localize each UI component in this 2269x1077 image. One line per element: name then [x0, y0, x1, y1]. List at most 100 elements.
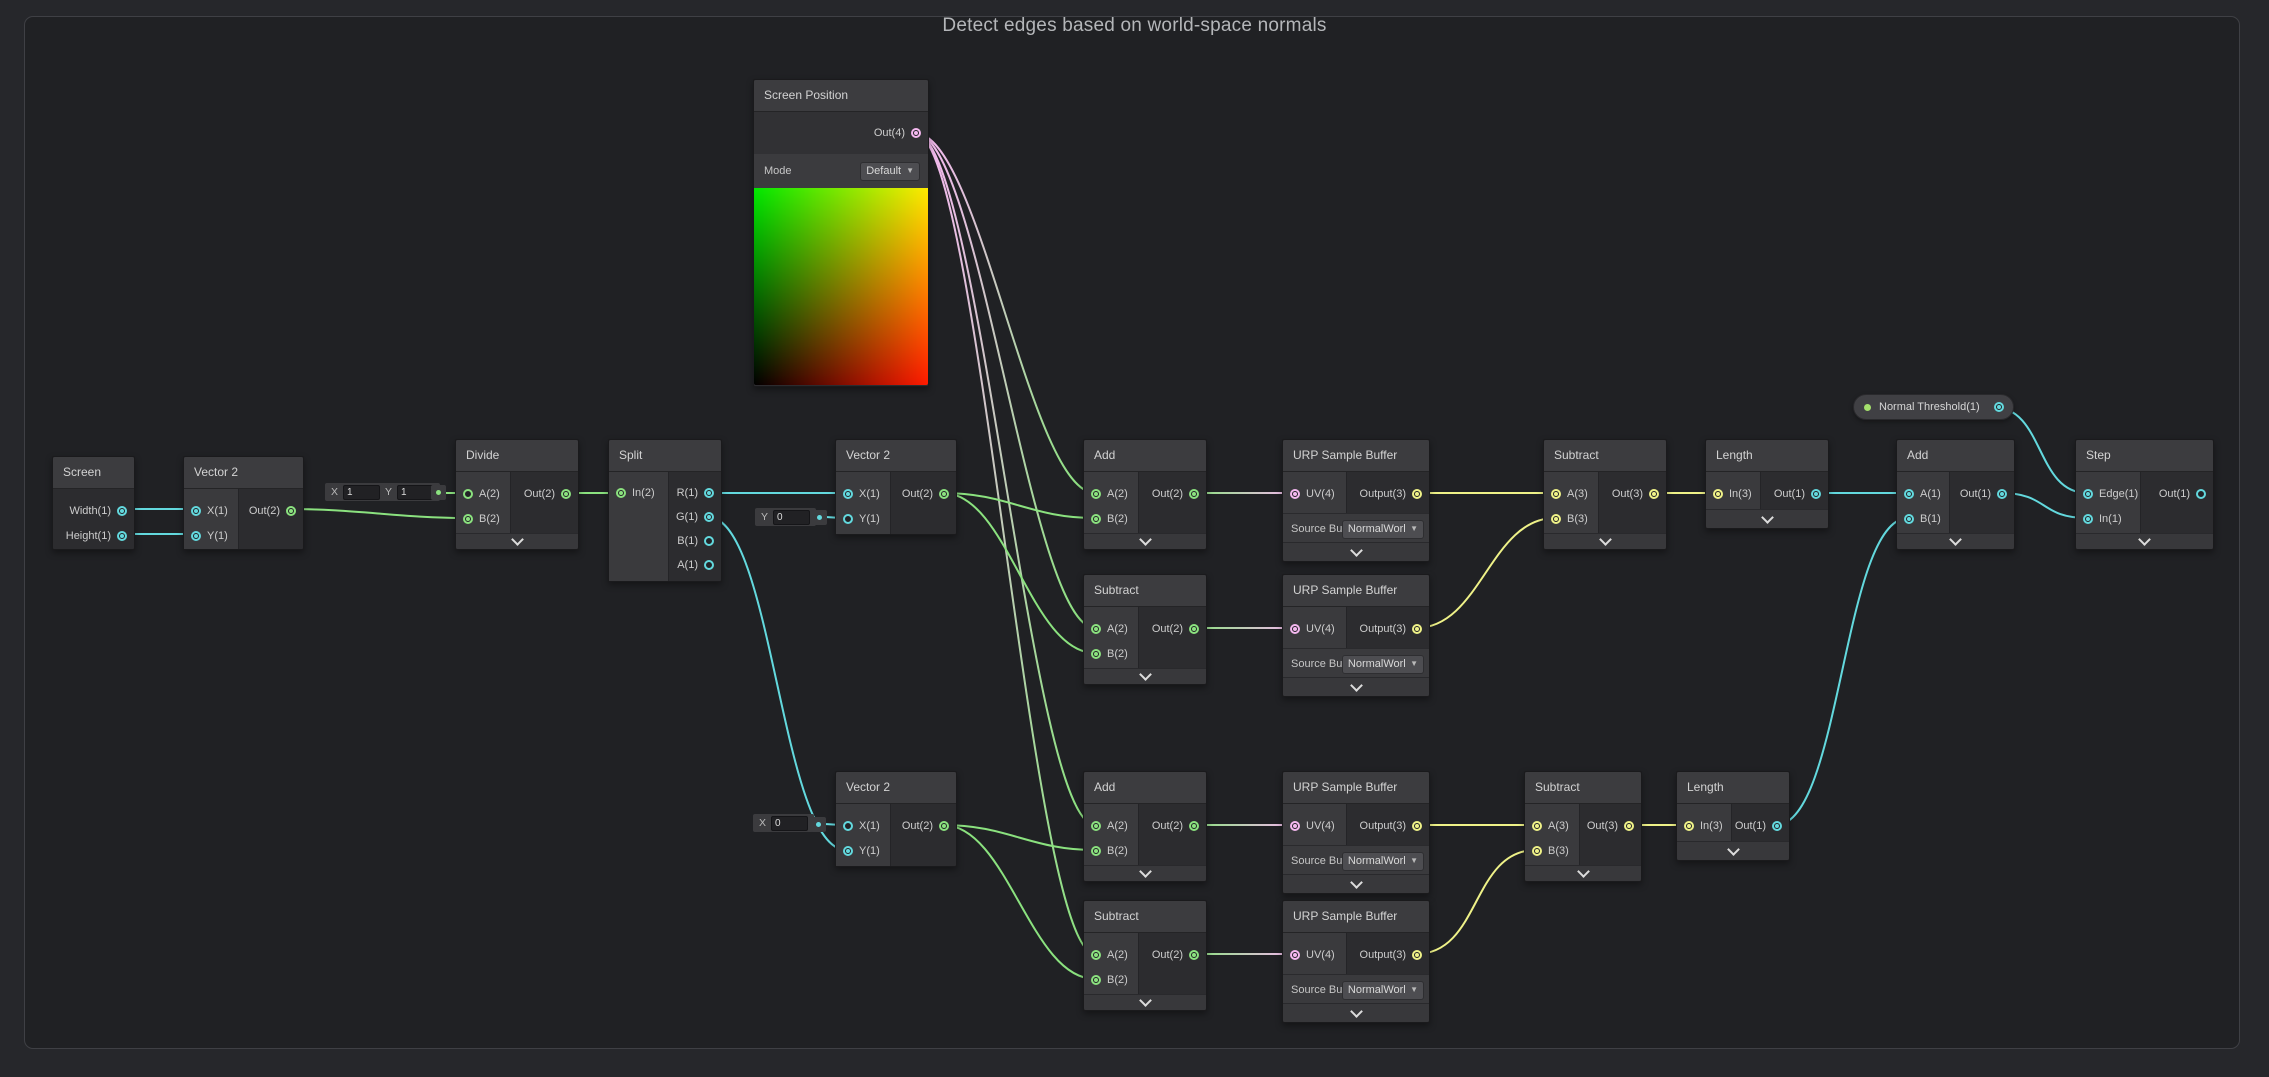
node-screen[interactable]: Screen Width(1) Height(1) [52, 456, 135, 550]
port-b[interactable] [704, 536, 714, 546]
node-subtract-bottom[interactable]: Subtract A(2) B(2) Out(2) [1083, 900, 1207, 1011]
port-y[interactable] [843, 513, 853, 524]
port-b[interactable] [1551, 513, 1561, 524]
port-uv[interactable] [1290, 488, 1300, 499]
port-b[interactable] [463, 513, 473, 524]
port-edge[interactable] [2083, 488, 2093, 499]
port-output[interactable] [1412, 949, 1422, 960]
port-b[interactable] [1091, 513, 1101, 524]
edge[interactable] [942, 492, 1096, 654]
edge[interactable] [1415, 849, 1537, 955]
port-output[interactable] [1412, 488, 1422, 499]
property-normal-threshold[interactable]: Normal Threshold(1) [1853, 394, 2014, 420]
port-b[interactable] [1091, 845, 1101, 856]
port-a[interactable] [1091, 949, 1101, 960]
node-add-top[interactable]: Add A(2) B(2) Out(2) [1083, 439, 1207, 550]
node-add-bottom[interactable]: Add A(2) B(2) Out(2) [1083, 771, 1207, 882]
edge[interactable] [914, 132, 1096, 826]
node-split[interactable]: Split In(2) R(1) G(1) B(1) A(1) [608, 439, 722, 582]
port-r[interactable] [704, 488, 714, 498]
port-in[interactable] [1713, 488, 1723, 499]
port-height[interactable] [117, 530, 127, 541]
mode-dropdown[interactable]: Default ▼ [860, 161, 920, 181]
edge[interactable] [1415, 517, 1556, 629]
collapse-chevron[interactable] [1084, 865, 1206, 881]
collapse-chevron[interactable] [1283, 677, 1429, 696]
collapse-chevron[interactable] [1677, 841, 1789, 860]
port-x[interactable] [843, 820, 853, 831]
collapse-chevron[interactable] [1084, 994, 1206, 1010]
port-x[interactable] [191, 505, 201, 516]
port-out[interactable] [1811, 488, 1821, 499]
port-y[interactable] [191, 530, 201, 541]
port-in[interactable] [2083, 513, 2093, 524]
port-uv[interactable] [1290, 949, 1300, 960]
port-a[interactable] [1091, 820, 1101, 831]
node-vector2-bottom[interactable]: Vector 2 X(1) Y(1) Out(2) [835, 771, 957, 867]
port-in[interactable] [616, 488, 626, 498]
port-y[interactable] [843, 845, 853, 856]
node-urp-sample-buffer-3[interactable]: URP Sample Buffer UV(4) Output(3) Source… [1282, 771, 1430, 894]
y-value-field[interactable]: 0 [773, 509, 811, 525]
edge[interactable] [1775, 517, 1909, 826]
port-out[interactable] [1772, 820, 1782, 831]
node-subtract3-bottom[interactable]: Subtract A(3) B(3) Out(3) [1524, 771, 1642, 882]
collapse-chevron[interactable] [1084, 668, 1206, 684]
port-x[interactable] [843, 488, 853, 499]
node-urp-sample-buffer-2[interactable]: URP Sample Buffer UV(4) Output(3) Source… [1282, 574, 1430, 697]
edge[interactable] [914, 132, 1096, 494]
node-screen-position[interactable]: Screen Position Out(4) Mode Default ▼ [753, 79, 929, 387]
edge[interactable] [914, 132, 1096, 629]
source-buffer-dropdown[interactable]: NormalWorl▼ [1341, 519, 1424, 539]
collapse-chevron[interactable] [456, 533, 578, 549]
edge[interactable] [707, 516, 847, 851]
port-out[interactable] [1189, 488, 1199, 499]
port-b[interactable] [1091, 974, 1101, 985]
collapse-chevron[interactable] [1525, 865, 1641, 881]
port-out[interactable] [939, 820, 949, 831]
source-buffer-dropdown[interactable]: NormalWorl▼ [1341, 980, 1424, 1000]
port-out[interactable] [1189, 623, 1199, 634]
edge[interactable] [289, 508, 467, 519]
port-b[interactable] [1904, 513, 1914, 524]
port-a[interactable] [1091, 488, 1101, 499]
port-output[interactable] [1412, 820, 1422, 831]
x-value-field[interactable]: 1 [343, 484, 381, 500]
port-out[interactable] [1189, 949, 1199, 960]
collapse-chevron[interactable] [1283, 1003, 1429, 1022]
port-out4[interactable] [911, 128, 921, 138]
port-a[interactable] [1904, 488, 1914, 499]
node-length-top[interactable]: Length In(3) Out(1) [1705, 439, 1829, 529]
source-buffer-dropdown[interactable]: NormalWorl▼ [1341, 851, 1424, 871]
edge[interactable] [914, 132, 1096, 955]
y-value-field[interactable]: 1 [397, 484, 435, 500]
port-in[interactable] [1684, 820, 1694, 831]
port-width[interactable] [117, 505, 127, 516]
edge[interactable] [942, 824, 1096, 851]
port-a[interactable] [463, 488, 473, 499]
port-uv[interactable] [1290, 623, 1300, 634]
collapse-chevron[interactable] [1084, 533, 1206, 549]
port-a[interactable] [1532, 820, 1542, 831]
port-out[interactable] [1649, 488, 1659, 499]
node-length-bottom[interactable]: Length In(3) Out(1) [1676, 771, 1790, 861]
node-subtract3-top[interactable]: Subtract A(3) B(3) Out(3) [1543, 439, 1667, 550]
collapse-chevron[interactable] [2076, 533, 2213, 549]
node-add-right[interactable]: Add A(1) B(1) Out(1) [1896, 439, 2015, 550]
port-out[interactable] [1997, 488, 2007, 499]
node-step[interactable]: Step Edge(1) In(1) Out(1) [2075, 439, 2214, 550]
port-g[interactable] [704, 512, 714, 522]
port-out[interactable] [561, 488, 571, 499]
collapse-chevron[interactable] [1283, 542, 1429, 561]
port-a[interactable] [1551, 488, 1561, 499]
node-divide[interactable]: Divide A(2) B(2) Out(2) [455, 439, 579, 550]
collapse-chevron[interactable] [1283, 874, 1429, 893]
node-urp-sample-buffer-1[interactable]: URP Sample Buffer UV(4) Output(3) Source… [1282, 439, 1430, 562]
edge[interactable] [942, 824, 1096, 980]
port-b[interactable] [1091, 648, 1101, 659]
port-output[interactable] [1412, 623, 1422, 634]
node-vector2-left[interactable]: Vector 2 X(1) Y(1) Out(2) [183, 456, 304, 550]
port-b[interactable] [1532, 845, 1542, 856]
node-subtract-top[interactable]: Subtract A(2) B(2) Out(2) [1083, 574, 1207, 685]
